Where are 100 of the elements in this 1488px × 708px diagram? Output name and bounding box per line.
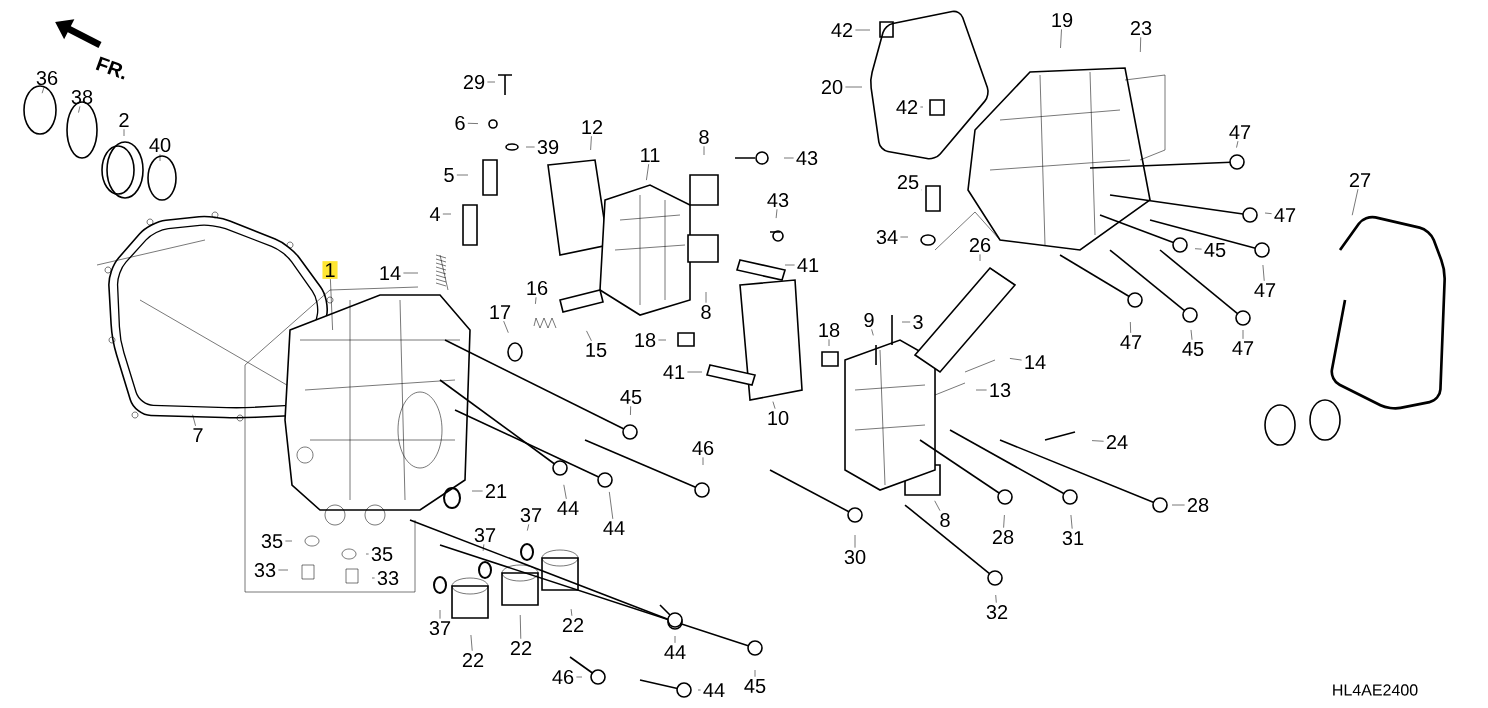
callout-number: 44 bbox=[703, 683, 725, 697]
leader-line bbox=[855, 29, 871, 31]
callout-number: 4 bbox=[429, 207, 440, 221]
diagram-code: HL4AE2400 bbox=[1333, 684, 1418, 696]
leader-line bbox=[503, 320, 509, 333]
callout-number: 22 bbox=[510, 641, 532, 655]
leader-line bbox=[609, 491, 614, 520]
leader-line bbox=[1264, 212, 1272, 214]
callout-number: 14 bbox=[1025, 355, 1046, 369]
leader-line bbox=[403, 272, 419, 274]
callout-number: 28 bbox=[1187, 497, 1209, 513]
callout-number: 23 bbox=[1130, 20, 1152, 36]
callout-number: 47 bbox=[1232, 341, 1254, 355]
callout-number: 24 bbox=[1106, 435, 1128, 449]
callout-number: 21 bbox=[485, 484, 507, 498]
leader-line bbox=[527, 524, 530, 531]
leader-line bbox=[1171, 504, 1185, 506]
leader-line bbox=[900, 236, 909, 238]
leader-line bbox=[192, 414, 196, 427]
callout-number: 11 bbox=[641, 148, 660, 162]
leader-line bbox=[975, 389, 987, 391]
leader-line bbox=[775, 209, 778, 219]
callout-number: 47 bbox=[1254, 283, 1276, 297]
callout-number: 40 bbox=[149, 137, 171, 153]
callout-number: 43 bbox=[767, 192, 789, 208]
leader-line bbox=[1060, 29, 1062, 49]
callout-number: 47 bbox=[1120, 335, 1142, 349]
leader-line bbox=[1009, 358, 1022, 361]
callout-number: 37 bbox=[520, 507, 542, 523]
callout-number: 47 bbox=[1274, 208, 1296, 222]
leader-line bbox=[456, 174, 469, 176]
callout-number: 6 bbox=[455, 115, 465, 131]
leader-line bbox=[1262, 264, 1265, 282]
callout-number: 32 bbox=[986, 604, 1008, 620]
leader-line bbox=[1236, 140, 1239, 148]
callout-number: 28 bbox=[992, 529, 1014, 545]
callout-number: 34 bbox=[876, 229, 898, 245]
leader-line bbox=[576, 676, 583, 678]
callout-number: 37 bbox=[474, 527, 496, 543]
callout-number: 3 bbox=[913, 314, 923, 330]
leader-line bbox=[658, 339, 667, 341]
callout-number: 5 bbox=[444, 168, 454, 182]
leader-line bbox=[442, 213, 452, 215]
callout-number: 44 bbox=[557, 501, 579, 515]
leader-line bbox=[687, 371, 703, 373]
leader-line bbox=[586, 330, 592, 342]
callout-number: 36 bbox=[36, 70, 58, 86]
callout-number: 19 bbox=[1052, 12, 1073, 28]
callout-number: 8 bbox=[940, 512, 950, 528]
callout-number: 31 bbox=[1062, 530, 1084, 546]
leader-line bbox=[1091, 440, 1104, 442]
leader-line bbox=[278, 569, 289, 571]
leader-line bbox=[1130, 321, 1131, 334]
leader-line bbox=[772, 401, 776, 409]
leader-line bbox=[41, 87, 45, 94]
callout-number: 33 bbox=[254, 562, 276, 578]
callout-number: 2 bbox=[119, 113, 129, 127]
callout-number: 1 bbox=[322, 261, 338, 279]
callout-number: 39 bbox=[537, 139, 559, 155]
leader-line bbox=[371, 577, 375, 579]
leader-line bbox=[1070, 514, 1073, 529]
label-text: FR. bbox=[95, 56, 125, 80]
callout-number: 35 bbox=[371, 546, 393, 562]
leader-line bbox=[471, 490, 483, 492]
leader-line bbox=[674, 635, 676, 644]
callout-number: 42 bbox=[831, 23, 853, 37]
callout-number: 13 bbox=[990, 382, 1011, 398]
callout-number: 46 bbox=[552, 669, 574, 685]
callout-number: 16 bbox=[527, 280, 548, 296]
leader-line bbox=[901, 321, 911, 323]
callout-number: 8 bbox=[699, 129, 709, 145]
callout-number: 15 bbox=[586, 343, 607, 357]
callout-number: 22 bbox=[462, 653, 484, 667]
callout-number: 29 bbox=[463, 74, 485, 90]
leader-line bbox=[330, 278, 333, 331]
leader-line bbox=[78, 106, 81, 113]
leader-line bbox=[630, 406, 631, 416]
callout-number: 25 bbox=[897, 174, 919, 190]
callout-number: 26 bbox=[969, 237, 991, 253]
leader-line bbox=[934, 500, 941, 511]
callout-number: 14 bbox=[380, 266, 401, 280]
callout-number: 8 bbox=[701, 304, 711, 320]
callout-number: 43 bbox=[796, 150, 818, 166]
callout-number: 18 bbox=[635, 332, 656, 348]
leader-line bbox=[470, 634, 473, 652]
leader-line bbox=[525, 146, 535, 148]
callout-number: 33 bbox=[377, 570, 399, 586]
leader-line bbox=[845, 86, 863, 88]
leader-line bbox=[854, 534, 856, 548]
leader-line bbox=[563, 484, 567, 500]
leader-line bbox=[705, 291, 707, 303]
callout-number: 41 bbox=[797, 258, 819, 272]
callout-number: 18 bbox=[819, 322, 840, 338]
leader-line bbox=[1194, 248, 1202, 250]
leader-line bbox=[439, 609, 441, 619]
leader-line bbox=[1140, 37, 1141, 53]
leader-line bbox=[995, 594, 997, 603]
leader-line bbox=[702, 457, 704, 466]
leader-line bbox=[828, 339, 830, 347]
leader-line bbox=[783, 157, 794, 159]
